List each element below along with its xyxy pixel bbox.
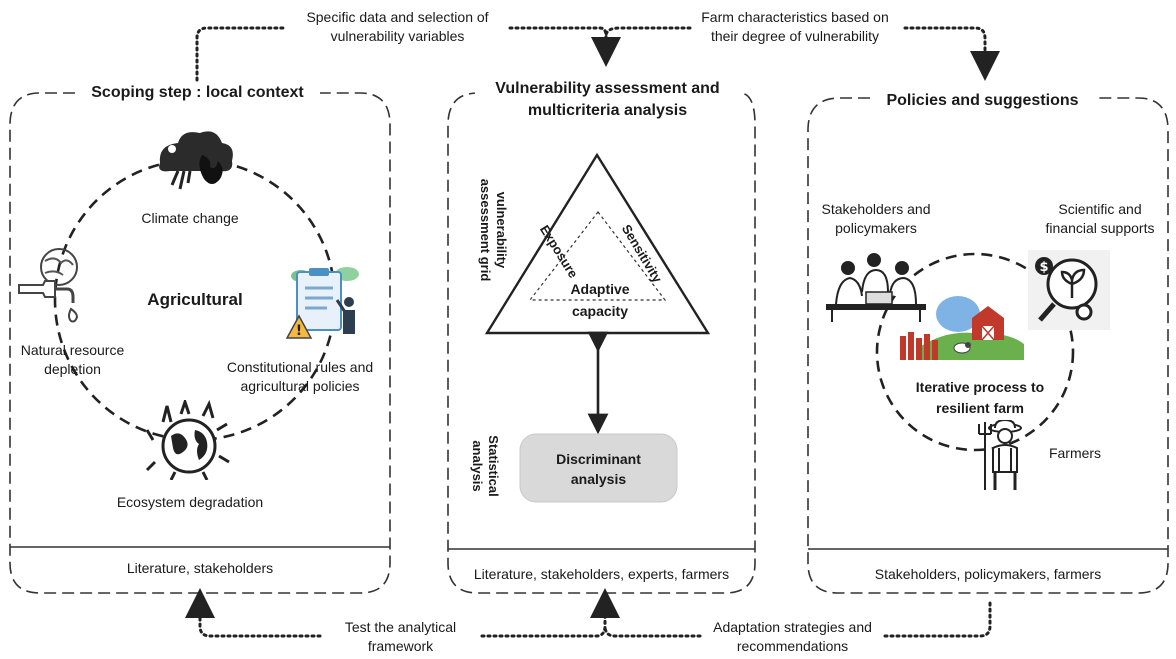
vulnerability-triangle-inner	[528, 211, 667, 301]
stakeholders-group-icon	[826, 253, 926, 322]
discriminant-analysis-label: Discriminant analysis	[556, 451, 641, 487]
panel-middle-title: Vulnerability assessment and multicriter…	[475, 78, 740, 122]
financial-support-icon: $	[1028, 250, 1110, 330]
svg-text:$: $	[1039, 260, 1048, 275]
agricultural-center-label: Agricultural	[147, 290, 243, 309]
panel-left-footer: Literature, stakeholders	[126, 560, 274, 576]
panel-right-footer: Stakeholders, policymakers, farmers	[874, 566, 1102, 582]
farmer-icon	[978, 420, 1022, 490]
top-left-connector-label: Specific data and selection of vulnerabi…	[306, 9, 489, 44]
ecosystem-globe-icon	[145, 400, 230, 480]
financial-supports-label: Scientific and financial supports	[1045, 201, 1155, 236]
bottom-connectors	[185, 588, 992, 638]
iterative-process-label: Iterative process to resilient farm	[915, 379, 1045, 416]
top-connectors	[195, 26, 1000, 82]
top-right-connector-label: Farm characteristics based on their degr…	[701, 9, 889, 44]
stakeholders-label: Stakeholders and policymakers	[821, 201, 931, 236]
svg-text:!: !	[296, 323, 302, 339]
climate-change-label: Climate change	[141, 210, 239, 226]
panel-right-border	[807, 97, 1169, 594]
climate-change-icon	[159, 131, 233, 190]
policy-document-icon: !	[285, 267, 359, 339]
vulnerability-grid-side-label: vulnerability assessment grid	[478, 178, 509, 282]
adaptive-capacity-label: Adaptive capacity	[570, 281, 630, 319]
iterative-cycle-circle	[875, 252, 1075, 452]
ecosystem-degradation-label: Ecosystem degradation	[116, 494, 264, 510]
statistical-analysis-side-label: Statistical analysis	[470, 435, 501, 497]
constitutional-rules-label: Constitutional rules and agricultural po…	[226, 359, 374, 394]
bottom-left-connector-label: Test the analytical framework	[344, 619, 457, 654]
bottom-right-connector-label: Adaptation strategies and recommendation…	[713, 619, 872, 654]
discriminant-analysis-box	[519, 433, 678, 503]
farm-icon	[900, 296, 1024, 360]
natural-resource-label: Natural resource depletion	[20, 342, 125, 377]
farmers-label: Farmers	[1048, 445, 1102, 461]
panel-middle-footer: Literature, stakeholders, experts, farme…	[473, 566, 730, 582]
panel-right-title: Policies and suggestions	[870, 90, 1095, 112]
panel-left-title: Scoping step : local context	[75, 82, 320, 104]
panel-middle-border	[447, 92, 756, 594]
water-tap-icon	[18, 248, 79, 323]
